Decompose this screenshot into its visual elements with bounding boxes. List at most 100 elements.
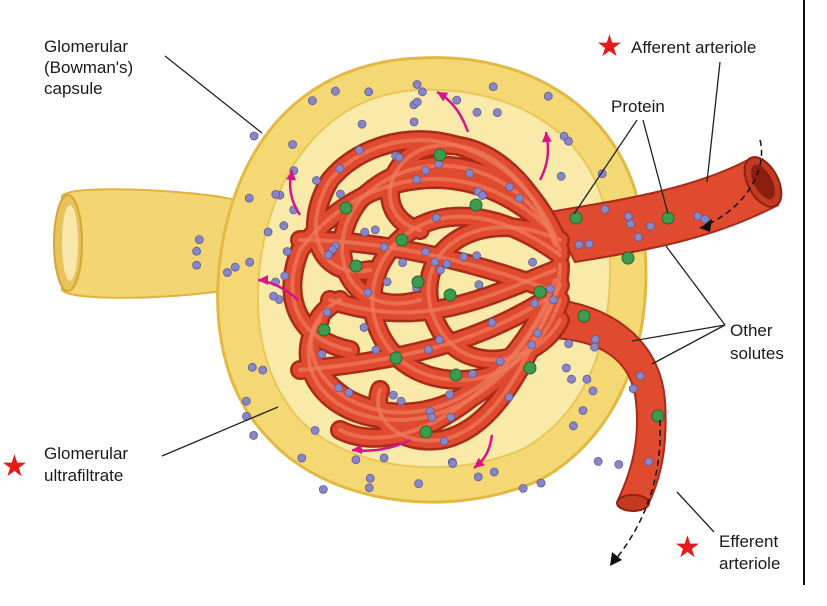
solute-dot — [543, 91, 553, 101]
solute-dot — [360, 227, 370, 237]
solute-dot — [584, 239, 594, 249]
solute-dot — [398, 258, 408, 268]
solute-dot — [489, 467, 499, 477]
solute-dot — [263, 227, 273, 237]
solute-dot — [365, 473, 375, 483]
solute-dot — [430, 257, 440, 267]
label-capsule-line3: capsule — [44, 79, 103, 98]
protein-dot — [449, 368, 463, 382]
solute-dot — [244, 193, 254, 203]
solute-dot — [593, 456, 603, 466]
solute-dot — [569, 421, 578, 431]
solute-dot — [318, 485, 328, 494]
solute-dot — [530, 299, 539, 308]
solute-dot — [549, 295, 558, 305]
solute-dot — [323, 250, 333, 260]
protein-dot — [411, 275, 425, 289]
solute-dot — [245, 257, 255, 267]
solute-dot — [693, 211, 703, 221]
solute-dot — [467, 369, 477, 379]
solute-dot — [241, 396, 251, 406]
solute-dot — [230, 262, 240, 272]
label-solutes-line1: Other — [730, 321, 773, 340]
protein-dot — [419, 425, 433, 439]
arterioles — [548, 156, 783, 512]
solute-dot — [417, 87, 427, 97]
solute-dot — [423, 345, 433, 354]
solutes-leader-2 — [631, 324, 726, 342]
capillary-loop-highlight — [370, 214, 562, 383]
solute-dot — [527, 340, 537, 350]
protein-dot — [523, 361, 537, 375]
solute-dot — [448, 459, 458, 468]
solute-dot — [280, 271, 290, 281]
solute-dot — [258, 365, 268, 375]
solute-dot — [474, 280, 484, 290]
solute-dot — [492, 108, 502, 117]
solute-dot — [488, 82, 498, 91]
protein-leader-1 — [573, 119, 638, 215]
filtration-arrows — [257, 90, 552, 470]
solute-dot — [335, 164, 345, 173]
solute-dot — [312, 176, 321, 185]
solute-dot — [370, 225, 380, 235]
label-solutes-line2: solutes — [730, 344, 784, 363]
solute-dot — [445, 390, 455, 400]
efferent-flow-arrow — [609, 419, 661, 567]
solute-dot — [536, 478, 546, 488]
star-ultrafiltrate-icon: ★ — [1, 449, 28, 484]
protein-dot — [317, 323, 331, 337]
solutes-leader-1 — [665, 245, 726, 326]
solute-dot — [559, 131, 569, 141]
filtration-arrowhead — [474, 457, 485, 468]
solute-dot — [582, 374, 592, 384]
label-ultrafiltrate-line2: ultrafiltrate — [44, 466, 124, 485]
afferent-flow-arrowhead — [700, 219, 712, 232]
solute-dot — [222, 268, 232, 277]
capillary-loop-highlight — [388, 143, 557, 247]
afferent-leader — [706, 61, 721, 183]
solutes-leader-3 — [651, 324, 726, 365]
solute-dot — [478, 191, 487, 200]
filtration-arrowhead — [541, 132, 552, 143]
solute-dot — [624, 211, 633, 221]
protein-dot — [621, 251, 635, 265]
tubule-opening-inner — [62, 205, 78, 281]
solute-dot — [635, 371, 645, 381]
solute-dot — [578, 406, 588, 415]
protein-dot — [577, 309, 591, 323]
protein-leader-2 — [642, 119, 669, 215]
solute-dot — [434, 335, 444, 345]
protein-dot — [395, 233, 409, 247]
solute-dot — [322, 307, 332, 317]
solute-dot — [279, 221, 289, 231]
solute-dot — [495, 356, 505, 366]
label-capsule-line2: (Bowman's) — [44, 58, 134, 77]
solute-dot — [282, 247, 292, 256]
star-afferent-icon: ★ — [596, 29, 623, 64]
solute-dot — [472, 251, 482, 261]
afferent-flow-arrow — [699, 139, 763, 229]
protein-dot — [469, 198, 483, 212]
solute-dot — [634, 232, 643, 242]
solute-dot — [600, 204, 610, 214]
solute-dot — [452, 95, 462, 105]
solute-dot — [249, 430, 259, 440]
solute-dot — [446, 412, 456, 422]
solute-dot — [700, 214, 710, 224]
solute-dot — [357, 119, 367, 129]
efferent-flow-arrowhead — [610, 552, 622, 566]
label-ultrafiltrate-line1: Glomerular — [44, 444, 129, 463]
solute-dot — [249, 131, 259, 141]
solute-dot — [414, 479, 424, 489]
solute-dot — [271, 189, 281, 199]
solute-dot — [459, 252, 469, 262]
protein-dot — [339, 201, 353, 215]
capillary-loop-highlight — [376, 283, 562, 443]
solute-dot — [626, 219, 636, 229]
solute-dot — [351, 455, 361, 465]
leader-lines — [161, 55, 726, 533]
filtration-arrowhead — [286, 170, 297, 181]
protein-dot — [433, 148, 447, 162]
